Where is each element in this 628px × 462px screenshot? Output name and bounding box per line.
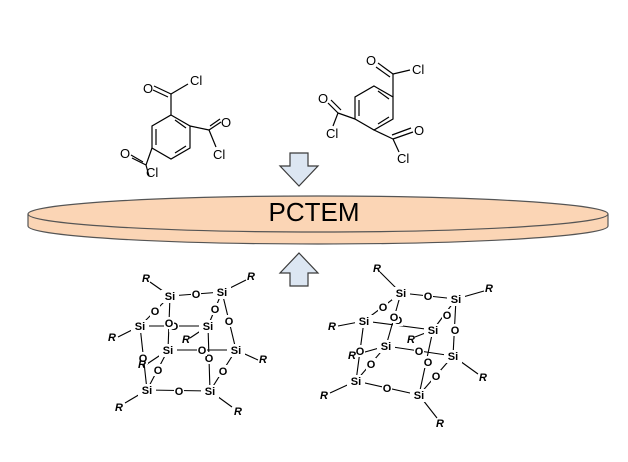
atom-label: Cl (190, 73, 202, 88)
trimesoyl-chloride-right (327, 62, 414, 153)
trimesoyl-chloride-left (130, 83, 222, 177)
atom-label: R (234, 406, 242, 418)
atom-label: O (192, 289, 201, 301)
atom-label: R (142, 273, 150, 285)
atom-label: O (139, 353, 148, 365)
atom-label: R (485, 283, 493, 295)
oxygen-atoms: O O O O O O O O O O O O (138, 288, 234, 398)
trimesoyl-chloride-left-labels: O Cl O Cl O Cl (120, 73, 231, 180)
atom-label: Cl (397, 151, 409, 166)
oxygen-atoms: O O O O O O O O O O O O (355, 290, 460, 395)
atom-label: O (211, 304, 220, 316)
atom-label: R (138, 359, 146, 371)
atom-label: Si (165, 291, 175, 303)
atom-label: Si (451, 294, 461, 306)
r-groups: R R R R R R R R (320, 263, 493, 430)
down-arrow (278, 152, 320, 187)
atom-label: Si (351, 376, 361, 388)
atom-label: R (436, 418, 444, 430)
atom-label: O (175, 386, 184, 398)
atom-label: O (205, 353, 214, 365)
atom-label: O (151, 306, 160, 318)
atom-label: R (407, 334, 415, 346)
atom-label: R (108, 332, 116, 344)
membrane-label: PCTEM (269, 197, 360, 227)
atom-label: Cl (146, 165, 158, 180)
atom-label: O (367, 359, 376, 371)
r-groups: R R R R R R R R (108, 271, 267, 418)
atom-label: O (143, 81, 153, 96)
silicon-atoms: Si Si Si Si Si Si Si Si (347, 287, 465, 402)
atom-label: O (170, 321, 179, 333)
atom-label: O (443, 310, 452, 322)
atom-label: Si (163, 345, 173, 357)
membrane-top (27, 195, 609, 233)
atom-label: Si (135, 321, 145, 333)
trimesoyl-chloride-right-labels: O Cl O Cl O Cl (318, 53, 424, 166)
atom-label: O (451, 325, 460, 337)
atom-label: O (318, 91, 328, 106)
poss-cage-left-atoms: Si Si Si Si Si Si Si Si O O O O O (108, 271, 267, 418)
atom-label: O (379, 302, 388, 314)
atom-label: O (414, 123, 424, 138)
atom-label: O (198, 345, 207, 357)
poss-cage-right-atoms: Si Si Si Si Si Si Si Si O O O O O (320, 263, 493, 430)
atom-label: Si (414, 390, 424, 402)
atom-label: Si (448, 351, 458, 363)
atom-label: Cl (326, 126, 338, 141)
atom-label: Si (203, 321, 213, 333)
atom-label: Cl (412, 62, 424, 77)
atom-label: Si (205, 386, 215, 398)
atom-label: Si (217, 287, 227, 299)
atom-label: O (154, 365, 163, 377)
atom-label: O (219, 366, 228, 378)
atom-label: R (247, 271, 255, 283)
atom-label: O (356, 346, 365, 358)
atom-label: O (432, 371, 441, 383)
atom-label: O (383, 383, 392, 395)
atom-label: O (424, 291, 433, 303)
atom-label: Si (359, 316, 369, 328)
atom-label: O (390, 312, 399, 324)
membrane: PCTEM (27, 195, 609, 245)
atom-label: O (165, 318, 174, 330)
atom-label: Si (396, 288, 406, 300)
atom-label: Si (381, 341, 391, 353)
atom-label: R (115, 402, 123, 414)
atom-label: O (424, 357, 433, 369)
atom-label: R (328, 321, 336, 333)
atom-label: R (259, 354, 267, 366)
atom-label: Si (428, 325, 438, 337)
silicon-atoms: Si Si Si Si Si Si Si Si (131, 286, 245, 398)
atom-label: R (373, 263, 381, 275)
atom-label: Si (142, 385, 152, 397)
atom-label: R (348, 350, 356, 362)
atom-label: R (182, 334, 190, 346)
atom-label: Cl (213, 147, 225, 162)
atom-label: R (479, 372, 487, 384)
atom-label: Si (231, 345, 241, 357)
atom-label: O (225, 316, 234, 328)
atom-label: O (120, 146, 130, 161)
atom-label: R (320, 390, 328, 402)
up-arrow (278, 252, 320, 287)
atom-label: O (415, 346, 424, 358)
atom-label: O (221, 115, 231, 130)
atom-label: O (366, 53, 376, 68)
